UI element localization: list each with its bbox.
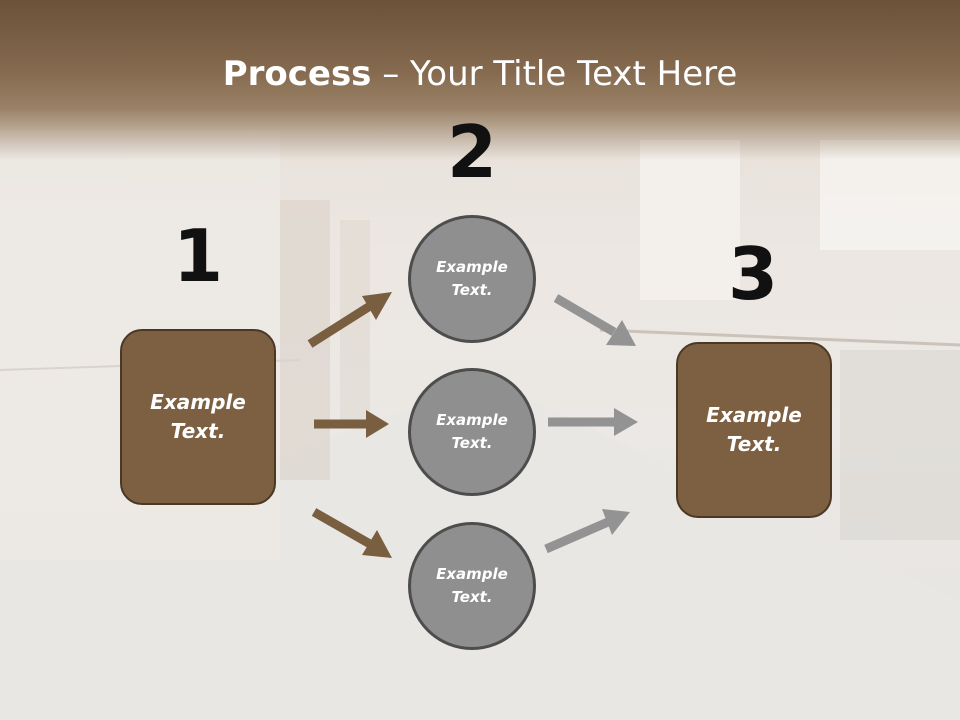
step-box-3-label: Example Text. — [706, 403, 802, 456]
circle-top-label: Example Text. — [436, 258, 508, 299]
arrow-to-circle-middle — [314, 410, 389, 438]
title-band — [0, 0, 960, 160]
arrow-from-circle-top — [553, 294, 636, 346]
title-rest: – Your Title Text Here — [371, 54, 738, 94]
circle-bottom: Example Text. — [408, 522, 536, 650]
arrow-to-circle-bottom — [311, 508, 392, 558]
circle-top: Example Text. — [408, 215, 536, 343]
step-number-1: 1 — [172, 214, 224, 298]
step-box-1: Example Text. — [120, 329, 276, 505]
circle-middle-label: Example Text. — [436, 411, 508, 452]
step-number-2: 2 — [446, 110, 498, 194]
slide-title: Process – Your Title Text Here — [0, 52, 960, 96]
arrow-to-circle-top — [307, 292, 392, 348]
arrow-from-circle-bottom — [544, 509, 630, 554]
step-number-3: 3 — [727, 232, 779, 316]
step-box-1-label: Example Text. — [150, 390, 246, 443]
title-bold: Process — [222, 54, 372, 94]
step-box-3: Example Text. — [676, 342, 832, 518]
circle-bottom-label: Example Text. — [436, 565, 508, 606]
circle-middle: Example Text. — [408, 368, 536, 496]
arrow-from-circle-middle — [548, 408, 638, 436]
